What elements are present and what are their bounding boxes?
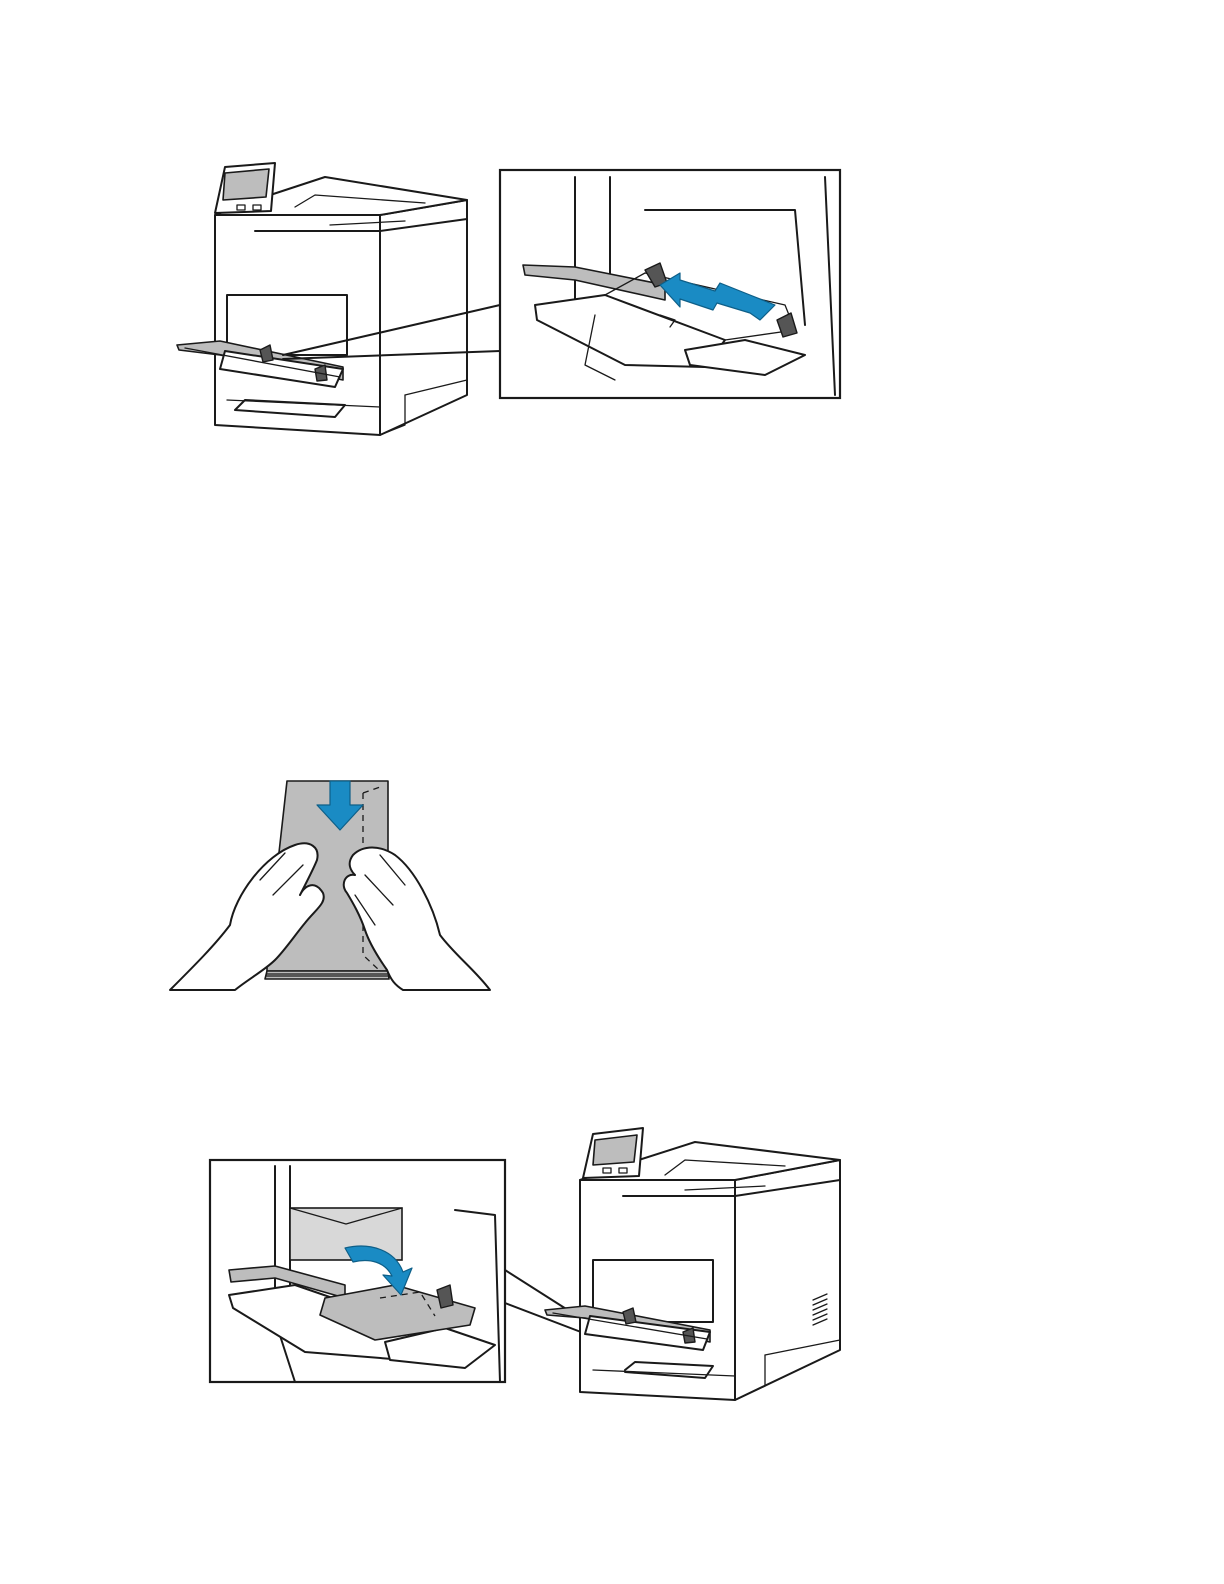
figure-load-envelopes [205, 1120, 850, 1405]
printer-body [580, 1142, 840, 1400]
printer-body [215, 177, 467, 435]
load-envelope-illustration [205, 1120, 850, 1405]
printer-bypass-illustration [165, 155, 855, 455]
control-panel [583, 1128, 643, 1178]
tray-guide-detail [500, 170, 840, 398]
figure-adjust-width-guides [165, 155, 855, 455]
envelope-loading-detail [210, 1160, 505, 1382]
figure-flex-envelopes [165, 775, 495, 1000]
control-panel [215, 163, 275, 213]
hands-envelope-illustration [165, 775, 495, 1000]
